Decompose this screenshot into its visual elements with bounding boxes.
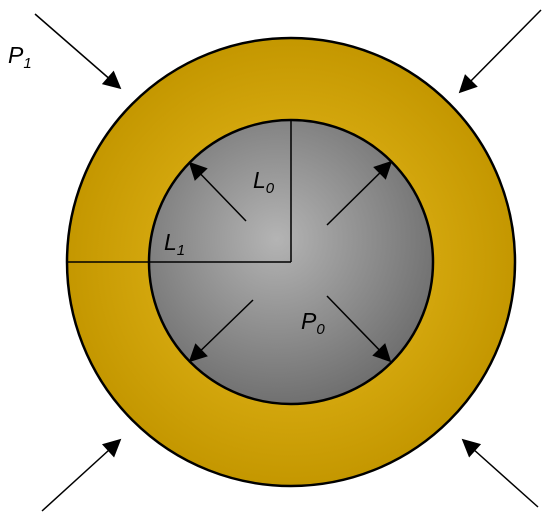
outer-pressure-label-sub: 1 — [23, 55, 31, 72]
inner-pressure-arrow-bottom-right — [326, 295, 392, 363]
outer-pressure-arrow-top-right — [458, 9, 542, 94]
inner-pressure-label-sub: 0 — [316, 321, 325, 338]
inner-pressure-arrow-bottom-left — [188, 299, 254, 363]
outer-pressure-label: P1 — [8, 42, 32, 72]
outer-radius-label-base: L — [164, 229, 177, 255]
outer-radius-label-sub: 1 — [177, 242, 185, 259]
inner-pressure-arrow-top-left — [188, 161, 247, 222]
outer-pressure-arrow-top-left — [34, 13, 122, 90]
inner-radius-label: L0 — [253, 167, 275, 197]
outer-radius-label: L1 — [164, 229, 185, 259]
outer-pressure-label-base: P — [8, 42, 24, 68]
inner-pressure-label: P0 — [301, 308, 325, 338]
inner-radius-label-sub: 0 — [266, 180, 275, 197]
inner-radius-label-base: L — [253, 167, 266, 193]
outer-pressure-arrow-bottom-right — [461, 438, 539, 508]
outer-pressure-arrow-bottom-left — [41, 438, 122, 512]
inner-pressure-arrow-top-right — [326, 160, 393, 226]
inner-pressure-label-base: P — [301, 308, 317, 334]
